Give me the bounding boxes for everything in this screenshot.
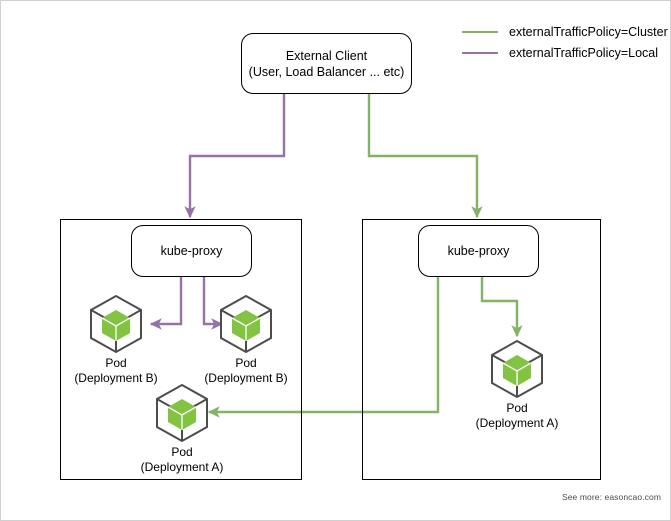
pod-label-line2: (Deployment A) xyxy=(475,415,559,430)
pod-label-line1: Pod xyxy=(506,401,528,415)
pod-label-line2: (Deployment A) xyxy=(140,459,224,474)
pod-icon-deployment-a-left[interactable] xyxy=(153,382,211,444)
node-right-boundary xyxy=(362,219,601,480)
legend-label-cluster: externalTrafficPolicy=Cluster xyxy=(509,24,668,39)
pod-label-line2: (Deployment B) xyxy=(204,370,288,385)
edge-left-proxy-to-pod-b-right xyxy=(202,277,224,330)
pod-icon-deployment-b-right[interactable] xyxy=(217,293,275,355)
pod-cube-icon xyxy=(220,294,272,354)
kube-proxy-right[interactable]: kube-proxy xyxy=(418,225,539,277)
pod-label-line1: Pod xyxy=(235,356,257,370)
legend-swatch-cluster-icon xyxy=(462,30,498,33)
pod-cube-icon xyxy=(90,294,142,354)
edge-right-proxy-to-pod-a-left xyxy=(207,277,440,418)
pod-label-line2: (Deployment B) xyxy=(74,370,158,385)
kube-proxy-right-label: kube-proxy xyxy=(447,244,510,258)
footer-attribution: See more: easoncao.com xyxy=(561,492,661,502)
pod-label-deployment-a-right: Pod (Deployment A) xyxy=(457,401,577,430)
external-client-subtitle: (User, Load Balancer ... etc) xyxy=(248,64,405,79)
legend-label-local: externalTrafficPolicy=Local xyxy=(509,45,659,60)
external-client-title: External Client xyxy=(285,48,368,63)
node-left-boundary xyxy=(60,219,302,480)
kube-proxy-left[interactable]: kube-proxy xyxy=(131,225,252,277)
pod-label-deployment-a-left: Pod (Deployment A) xyxy=(122,445,242,474)
pod-cube-icon xyxy=(156,383,208,443)
pod-label-deployment-b-right: Pod (Deployment B) xyxy=(186,356,306,385)
legend-item-local: externalTrafficPolicy=Local xyxy=(462,42,668,63)
edge-left-proxy-to-pod-b-left xyxy=(149,277,183,330)
pod-cube-icon xyxy=(491,339,543,399)
external-client-box[interactable]: External Client (User, Load Balancer ...… xyxy=(241,33,412,94)
legend-swatch-local-icon xyxy=(462,51,498,54)
edge-client-to-right-proxy xyxy=(367,94,483,219)
pod-label-deployment-b-left: Pod (Deployment B) xyxy=(56,356,176,385)
edge-client-to-left-proxy xyxy=(184,94,286,219)
edge-right-proxy-to-pod-a-right xyxy=(480,277,523,338)
legend: externalTrafficPolicy=Cluster externalTr… xyxy=(462,21,668,63)
pod-label-line1: Pod xyxy=(171,445,193,459)
pod-label-line1: Pod xyxy=(105,356,127,370)
legend-item-cluster: externalTrafficPolicy=Cluster xyxy=(462,21,668,42)
pod-icon-deployment-b-left[interactable] xyxy=(87,293,145,355)
pod-icon-deployment-a-right[interactable] xyxy=(488,338,546,400)
kube-proxy-left-label: kube-proxy xyxy=(160,244,223,258)
